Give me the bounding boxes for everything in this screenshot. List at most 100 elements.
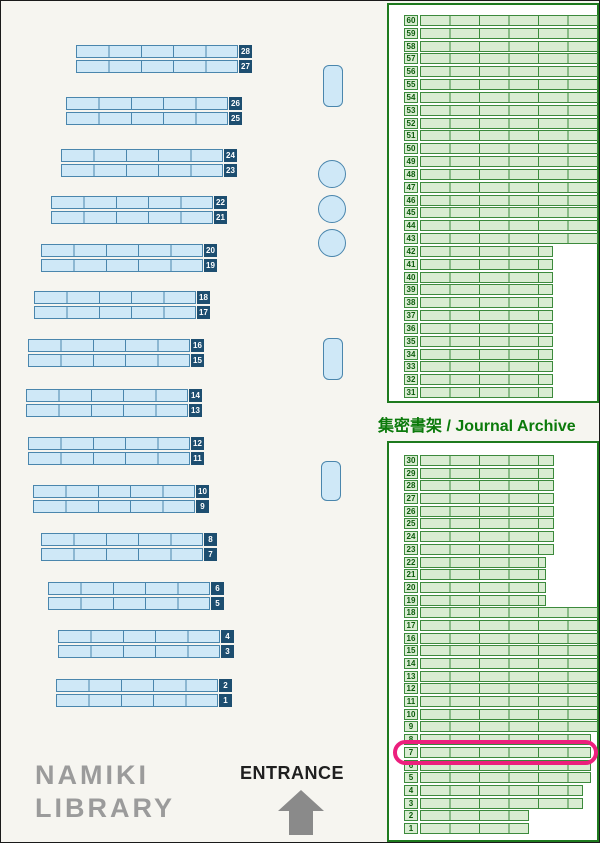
archive-shelf-row: 16 [404, 632, 598, 644]
archive-shelf-row: 27 [404, 493, 554, 505]
archive-shelf-number: 40 [404, 271, 418, 283]
archive-shelf-bar [420, 505, 554, 517]
archive-shelf-bar [420, 374, 553, 386]
archive-shelf-bar [420, 556, 546, 568]
archive-shelf-row: 11 [404, 696, 598, 708]
archive-shelf-bar [420, 181, 598, 193]
bookshelf-number: 21 [214, 211, 227, 224]
bookshelf-number: 25 [229, 112, 242, 125]
archive-shelf-bar [420, 40, 598, 52]
highlighted-shelf-ring [393, 739, 598, 765]
bookshelf-bar [48, 582, 210, 595]
archive-shelf-bar [420, 823, 529, 834]
archive-shelf-bar [420, 387, 553, 399]
archive-shelf-row: 2 [404, 810, 529, 822]
bookshelf-bar [56, 679, 218, 692]
archive-shelf-bar [420, 117, 598, 129]
archive-shelf-bar [420, 66, 598, 78]
archive-shelf-bar [420, 156, 598, 168]
bookshelf-bar [41, 244, 203, 257]
archive-shelf-row: 34 [404, 348, 553, 360]
archive-shelf-bar [420, 772, 591, 784]
bookshelf-number: 12 [191, 437, 204, 450]
archive-shelf-number: 17 [404, 619, 418, 631]
archive-shelf-bar [420, 284, 553, 296]
archive-shelf-number: 58 [404, 40, 418, 52]
archive-shelf-bar [420, 797, 583, 809]
archive-shelf-row: 28 [404, 480, 554, 492]
archive-shelf-bar [420, 348, 553, 360]
archive-shelf-number: 54 [404, 91, 418, 103]
bookshelf-row: 17 [34, 306, 210, 319]
bookshelf-row: 25 [66, 112, 242, 125]
archive-shelf-number: 10 [404, 708, 418, 720]
bookshelf-bar [56, 694, 218, 707]
bookshelf-number: 26 [229, 97, 242, 110]
bookshelf-row: 26 [66, 97, 242, 110]
archive-shelf-bar [420, 220, 598, 232]
bookshelf-row: 8 [41, 533, 217, 546]
archive-shelf-row: 39 [404, 284, 553, 296]
archive-shelf-row: 35 [404, 335, 553, 347]
bookshelf-row: 9 [33, 500, 209, 513]
bookshelf-row: 18 [34, 291, 210, 304]
archive-shelf-number: 56 [404, 66, 418, 78]
archive-shelf-row: 19 [404, 594, 546, 606]
archive-shelf-bar [420, 27, 598, 39]
bookshelf-number: 14 [189, 389, 202, 402]
archive-shelf-bar [420, 581, 546, 593]
archive-shelf-number: 35 [404, 335, 418, 347]
round-table-shape [318, 160, 346, 188]
archive-shelf-row: 57 [404, 53, 598, 65]
bookshelf-number: 4 [221, 630, 234, 643]
archive-shelf-row: 52 [404, 117, 598, 129]
bookshelf-number: 10 [196, 485, 209, 498]
bookshelf-row: 20 [41, 244, 217, 257]
bookshelf-number: 1 [219, 694, 232, 707]
archive-shelf-row: 38 [404, 297, 553, 309]
archive-shelf-number: 55 [404, 79, 418, 91]
archive-shelf-row: 15 [404, 645, 598, 657]
archive-shelf-row: 22 [404, 556, 546, 568]
entrance-label: ENTRANCE [240, 763, 345, 783]
archive-shelf-bar [420, 607, 598, 619]
archive-shelf-row: 3 [404, 797, 583, 809]
archive-shelf-number: 2 [404, 810, 418, 822]
bookshelf-row: 7 [41, 548, 217, 561]
archive-shelf-number: 14 [404, 658, 418, 670]
archive-shelf-row: 47 [404, 181, 598, 193]
bookshelf-number: 11 [191, 452, 204, 465]
archive-shelf-number: 28 [404, 480, 418, 492]
archive-shelf-number: 37 [404, 310, 418, 322]
archive-shelf-row: 36 [404, 322, 553, 334]
archive-shelf-bar [420, 91, 598, 103]
archive-shelf-row: 13 [404, 670, 598, 682]
bookshelf-bar [34, 291, 196, 304]
archive-shelf-number: 46 [404, 194, 418, 206]
archive-shelf-row: 51 [404, 130, 598, 142]
archive-shelf-bar [420, 233, 598, 245]
bookshelf-row: 27 [76, 60, 252, 73]
bookshelf-bar [26, 389, 188, 402]
archive-shelf-bar [420, 143, 598, 155]
archive-shelf-bar [420, 645, 598, 657]
pillar-shape [323, 65, 343, 107]
archive-shelf-row: 29 [404, 467, 554, 479]
archive-shelf-row: 49 [404, 156, 598, 168]
archive-shelf-bar [420, 531, 554, 543]
archive-shelf-number: 45 [404, 207, 418, 219]
archive-shelf-row: 14 [404, 658, 598, 670]
archive-shelf-bar [420, 784, 583, 796]
bookshelf-number: 22 [214, 196, 227, 209]
bookshelf-number: 15 [191, 354, 204, 367]
archive-shelf-bar [420, 258, 553, 270]
archive-shelf-number: 5 [404, 772, 418, 784]
bookshelf-bar [41, 533, 203, 546]
archive-shelf-bar [420, 696, 598, 708]
bookshelf-row: 2 [56, 679, 232, 692]
archive-shelf-number: 41 [404, 258, 418, 270]
archive-shelf-number: 57 [404, 53, 418, 65]
